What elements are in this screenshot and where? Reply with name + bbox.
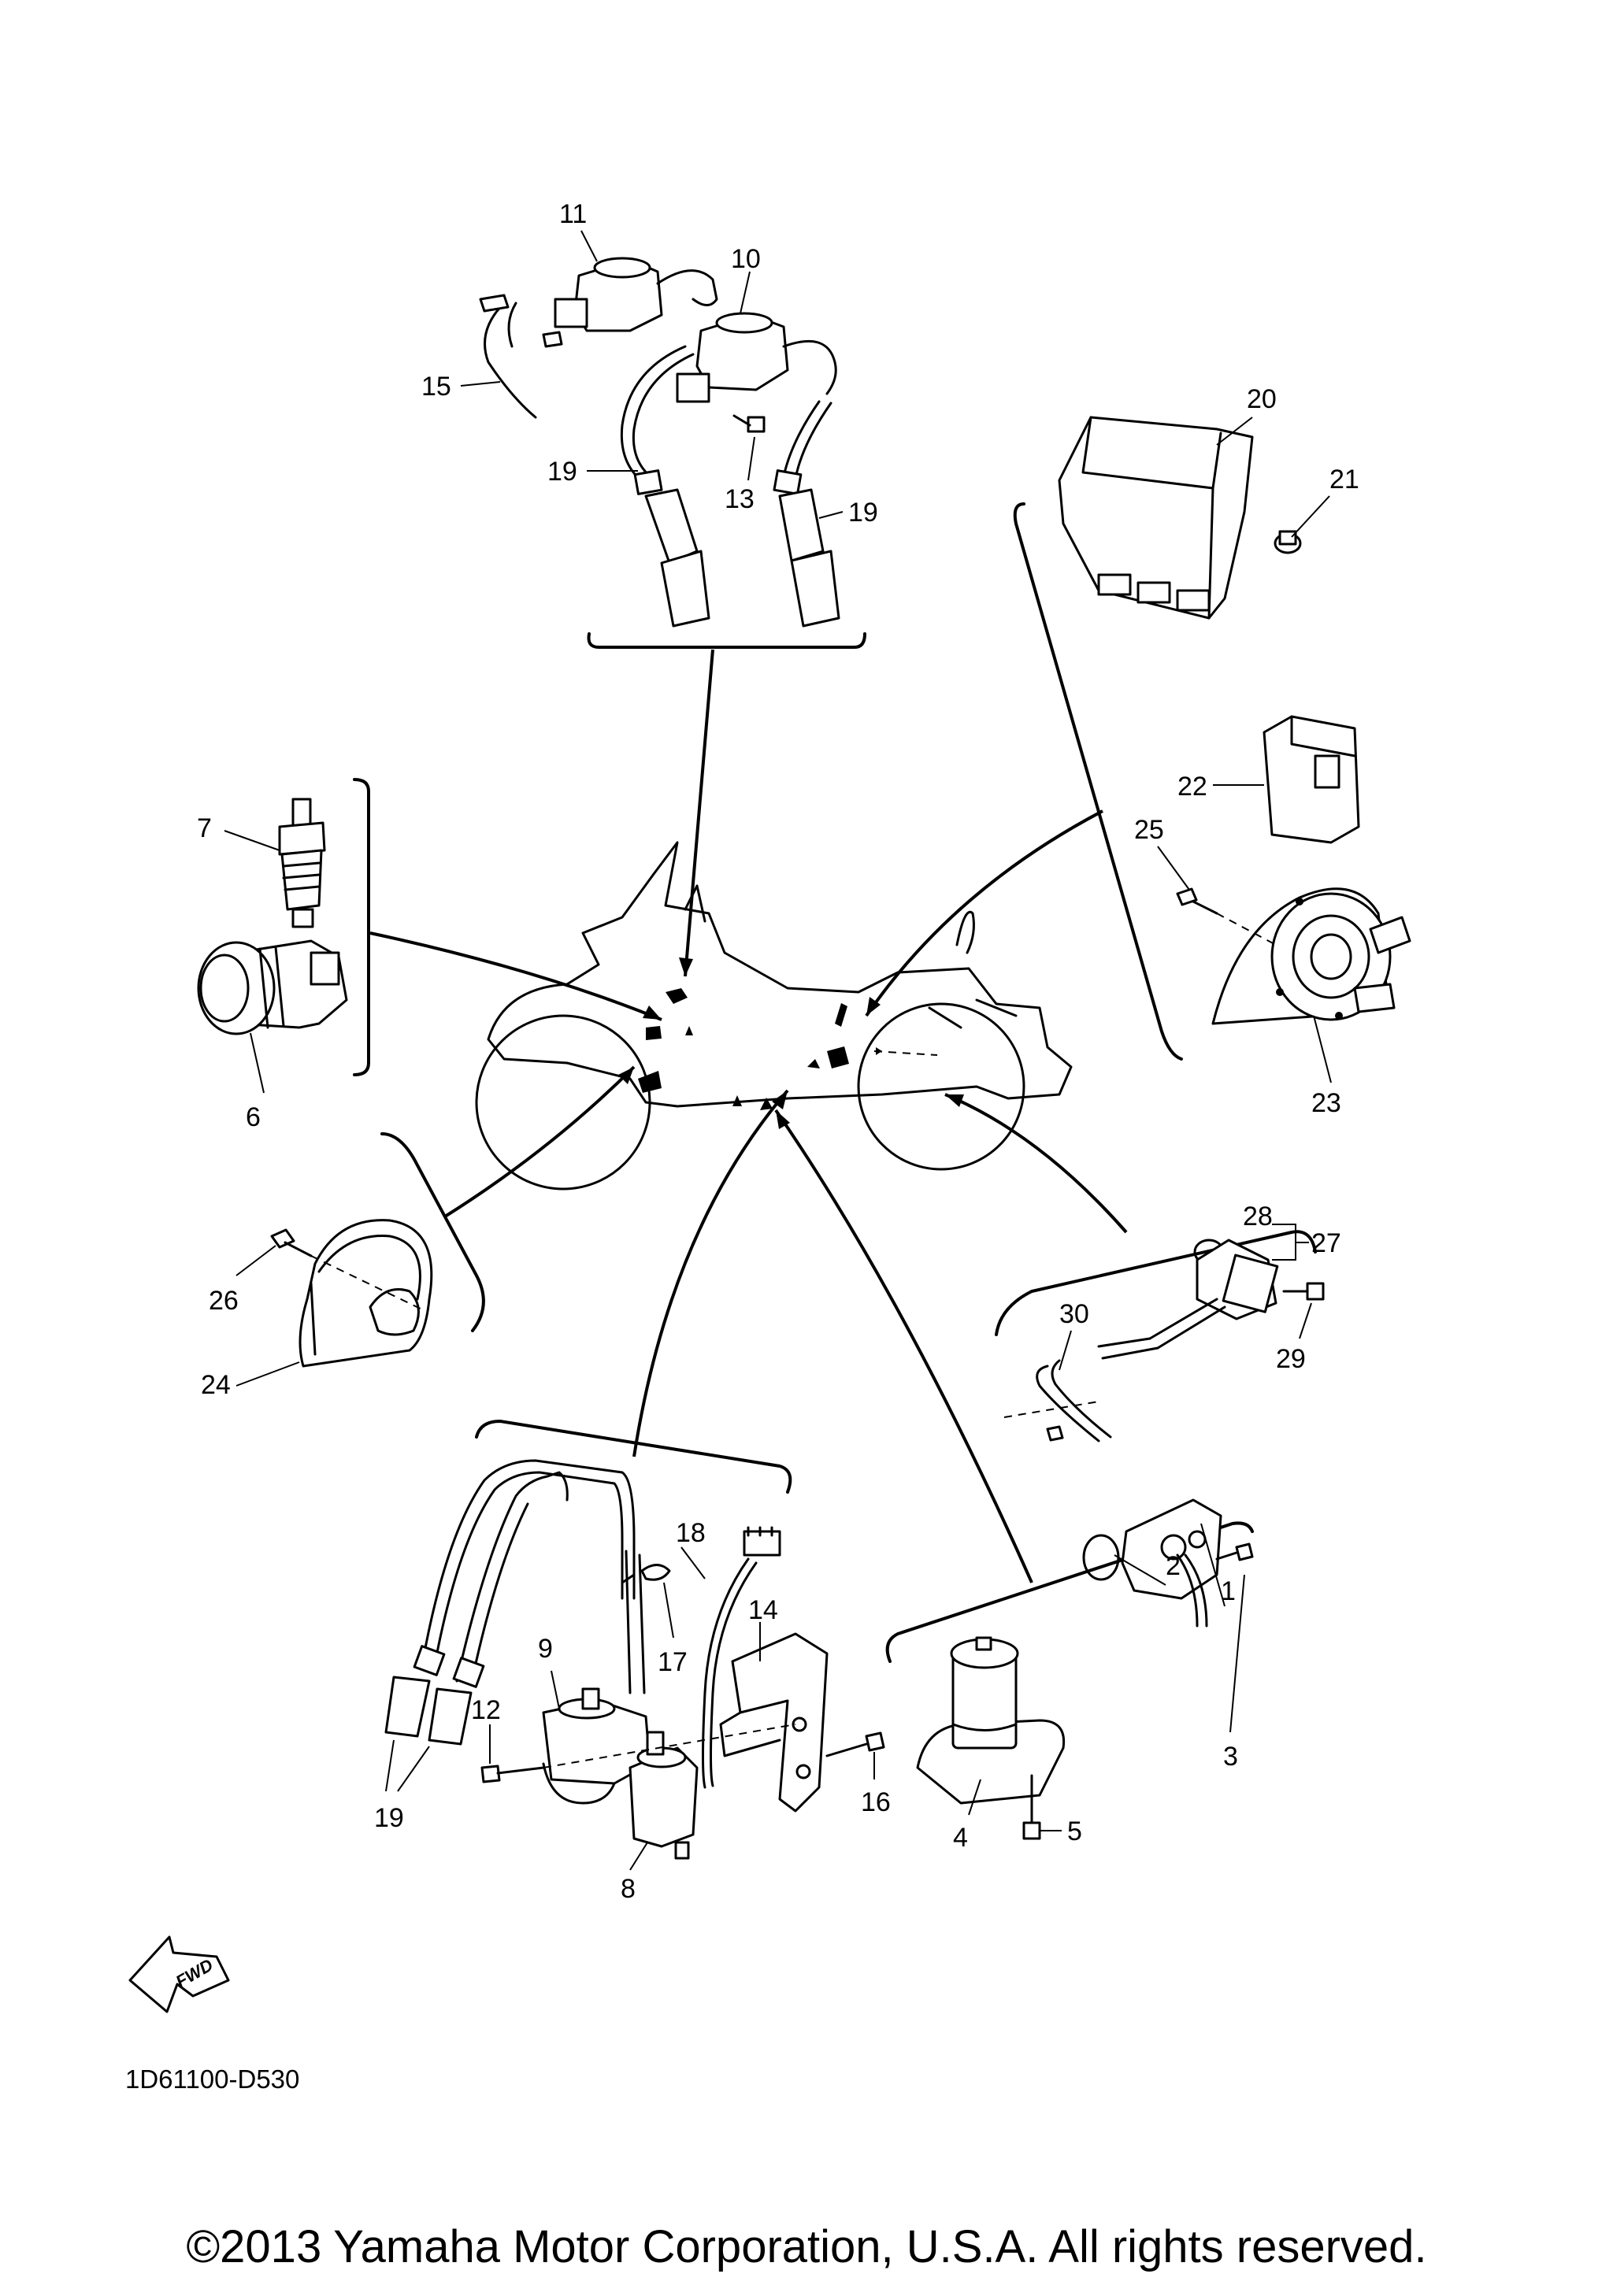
part-label-14: 14 (748, 1595, 778, 1625)
part-label-15: 15 (421, 372, 451, 402)
part-label-8: 8 (621, 1874, 636, 1904)
screw-3 (1215, 1542, 1254, 1561)
screw-21 (1274, 530, 1302, 554)
part-label-26: 26 (209, 1286, 239, 1316)
part-label-19-bottom: 19 (374, 1803, 404, 1833)
part-label-3: 3 (1223, 1742, 1238, 1772)
part-label-5: 5 (1067, 1816, 1082, 1846)
bracket-14 (719, 1632, 829, 1813)
ignition-coil-group-bottom (384, 1419, 885, 1860)
part-label-20: 20 (1247, 384, 1277, 414)
bolt-26 (270, 1228, 313, 1257)
labels-right-upper: 20 21 22 25 23 (1134, 384, 1359, 1118)
sender-group-left (197, 778, 370, 1076)
clip-17 (621, 1564, 671, 1584)
part-label-29: 29 (1276, 1344, 1306, 1374)
part-label-12: 12 (471, 1695, 501, 1725)
part-label-27: 27 (1311, 1228, 1341, 1258)
part-label-24: 24 (201, 1370, 231, 1400)
horn-group-left (270, 1132, 485, 1368)
horn-24 (298, 1219, 433, 1368)
ignition-coil-8 (629, 1731, 699, 1860)
sensor-group-right (995, 1224, 1325, 1442)
bolt-25 (1176, 887, 1218, 915)
part-label-11: 11 (559, 199, 587, 229)
part-label-28: 28 (1243, 1202, 1273, 1231)
bolt-29 (1282, 1282, 1325, 1301)
part-label-30: 30 (1059, 1299, 1089, 1329)
solenoid-4 (916, 1636, 1066, 1805)
part-label-2: 2 (1166, 1551, 1181, 1581)
sensor-27 (1097, 1239, 1279, 1360)
part-label-19-top-right: 19 (848, 498, 878, 528)
labels-horn-left: 26 24 (201, 1245, 300, 1400)
o-ring-2 (1082, 1534, 1120, 1581)
part-label-10: 10 (731, 244, 761, 274)
callout-lines (369, 649, 1128, 1583)
part-label-7: 7 (197, 813, 212, 843)
ignition-coil-10 (676, 312, 837, 403)
part-label-19-top-left: 19 (547, 457, 577, 487)
bolt-12 (480, 1765, 545, 1783)
part-label-9: 9 (538, 1634, 553, 1664)
motorcycle-silhouette (475, 841, 1073, 1191)
ignition-coil-9 (542, 1687, 651, 1805)
part-label-23: 23 (1311, 1088, 1341, 1118)
bolt-13 (732, 414, 766, 433)
part-label-13: 13 (725, 484, 755, 514)
part-label-16: 16 (861, 1787, 891, 1817)
part-label-21: 21 (1329, 465, 1359, 494)
copyright-notice: ©2013 Yamaha Motor Corporation, U.S.A. A… (186, 2221, 1427, 2272)
ecu-20 (1058, 416, 1254, 620)
part-label-1: 1 (1221, 1576, 1236, 1606)
cable-tie-30 (1003, 1359, 1112, 1442)
horn-23 (1211, 887, 1411, 1025)
part-label-17: 17 (658, 1647, 688, 1677)
fwd-arrow-icon: FWD (128, 1935, 230, 2013)
diagram-code: 1D61100-D530 (125, 2065, 300, 2094)
labels-bottom-center: 18 14 17 9 12 19 8 16 (374, 1518, 891, 1904)
part-label-4: 4 (953, 1823, 968, 1853)
bolt-16 (825, 1731, 885, 1757)
thermo-unit-7 (278, 798, 326, 928)
part-label-18: 18 (676, 1518, 706, 1548)
bolt-5 (1022, 1774, 1041, 1840)
ignition-coil-group-top (479, 257, 866, 649)
labels-right-middle: 28 27 29 30 (1059, 1202, 1341, 1374)
ecu-group-right (1013, 416, 1411, 1061)
labels-top-group: 11 10 15 19 13 19 (421, 199, 878, 528)
ignition-coil-11 (554, 257, 718, 332)
labels-bottom-right: 2 1 3 4 5 (953, 1523, 1245, 1853)
part-label-6: 6 (246, 1102, 261, 1132)
part-label-22: 22 (1177, 772, 1207, 802)
labels-left-group: 7 6 (197, 813, 280, 1132)
relay-22 (1263, 715, 1360, 844)
wire-lead-18 (702, 1526, 781, 1789)
solenoid-group-right (885, 1498, 1254, 1840)
thermo-switch-6 (197, 939, 348, 1035)
part-label-25: 25 (1134, 815, 1164, 845)
